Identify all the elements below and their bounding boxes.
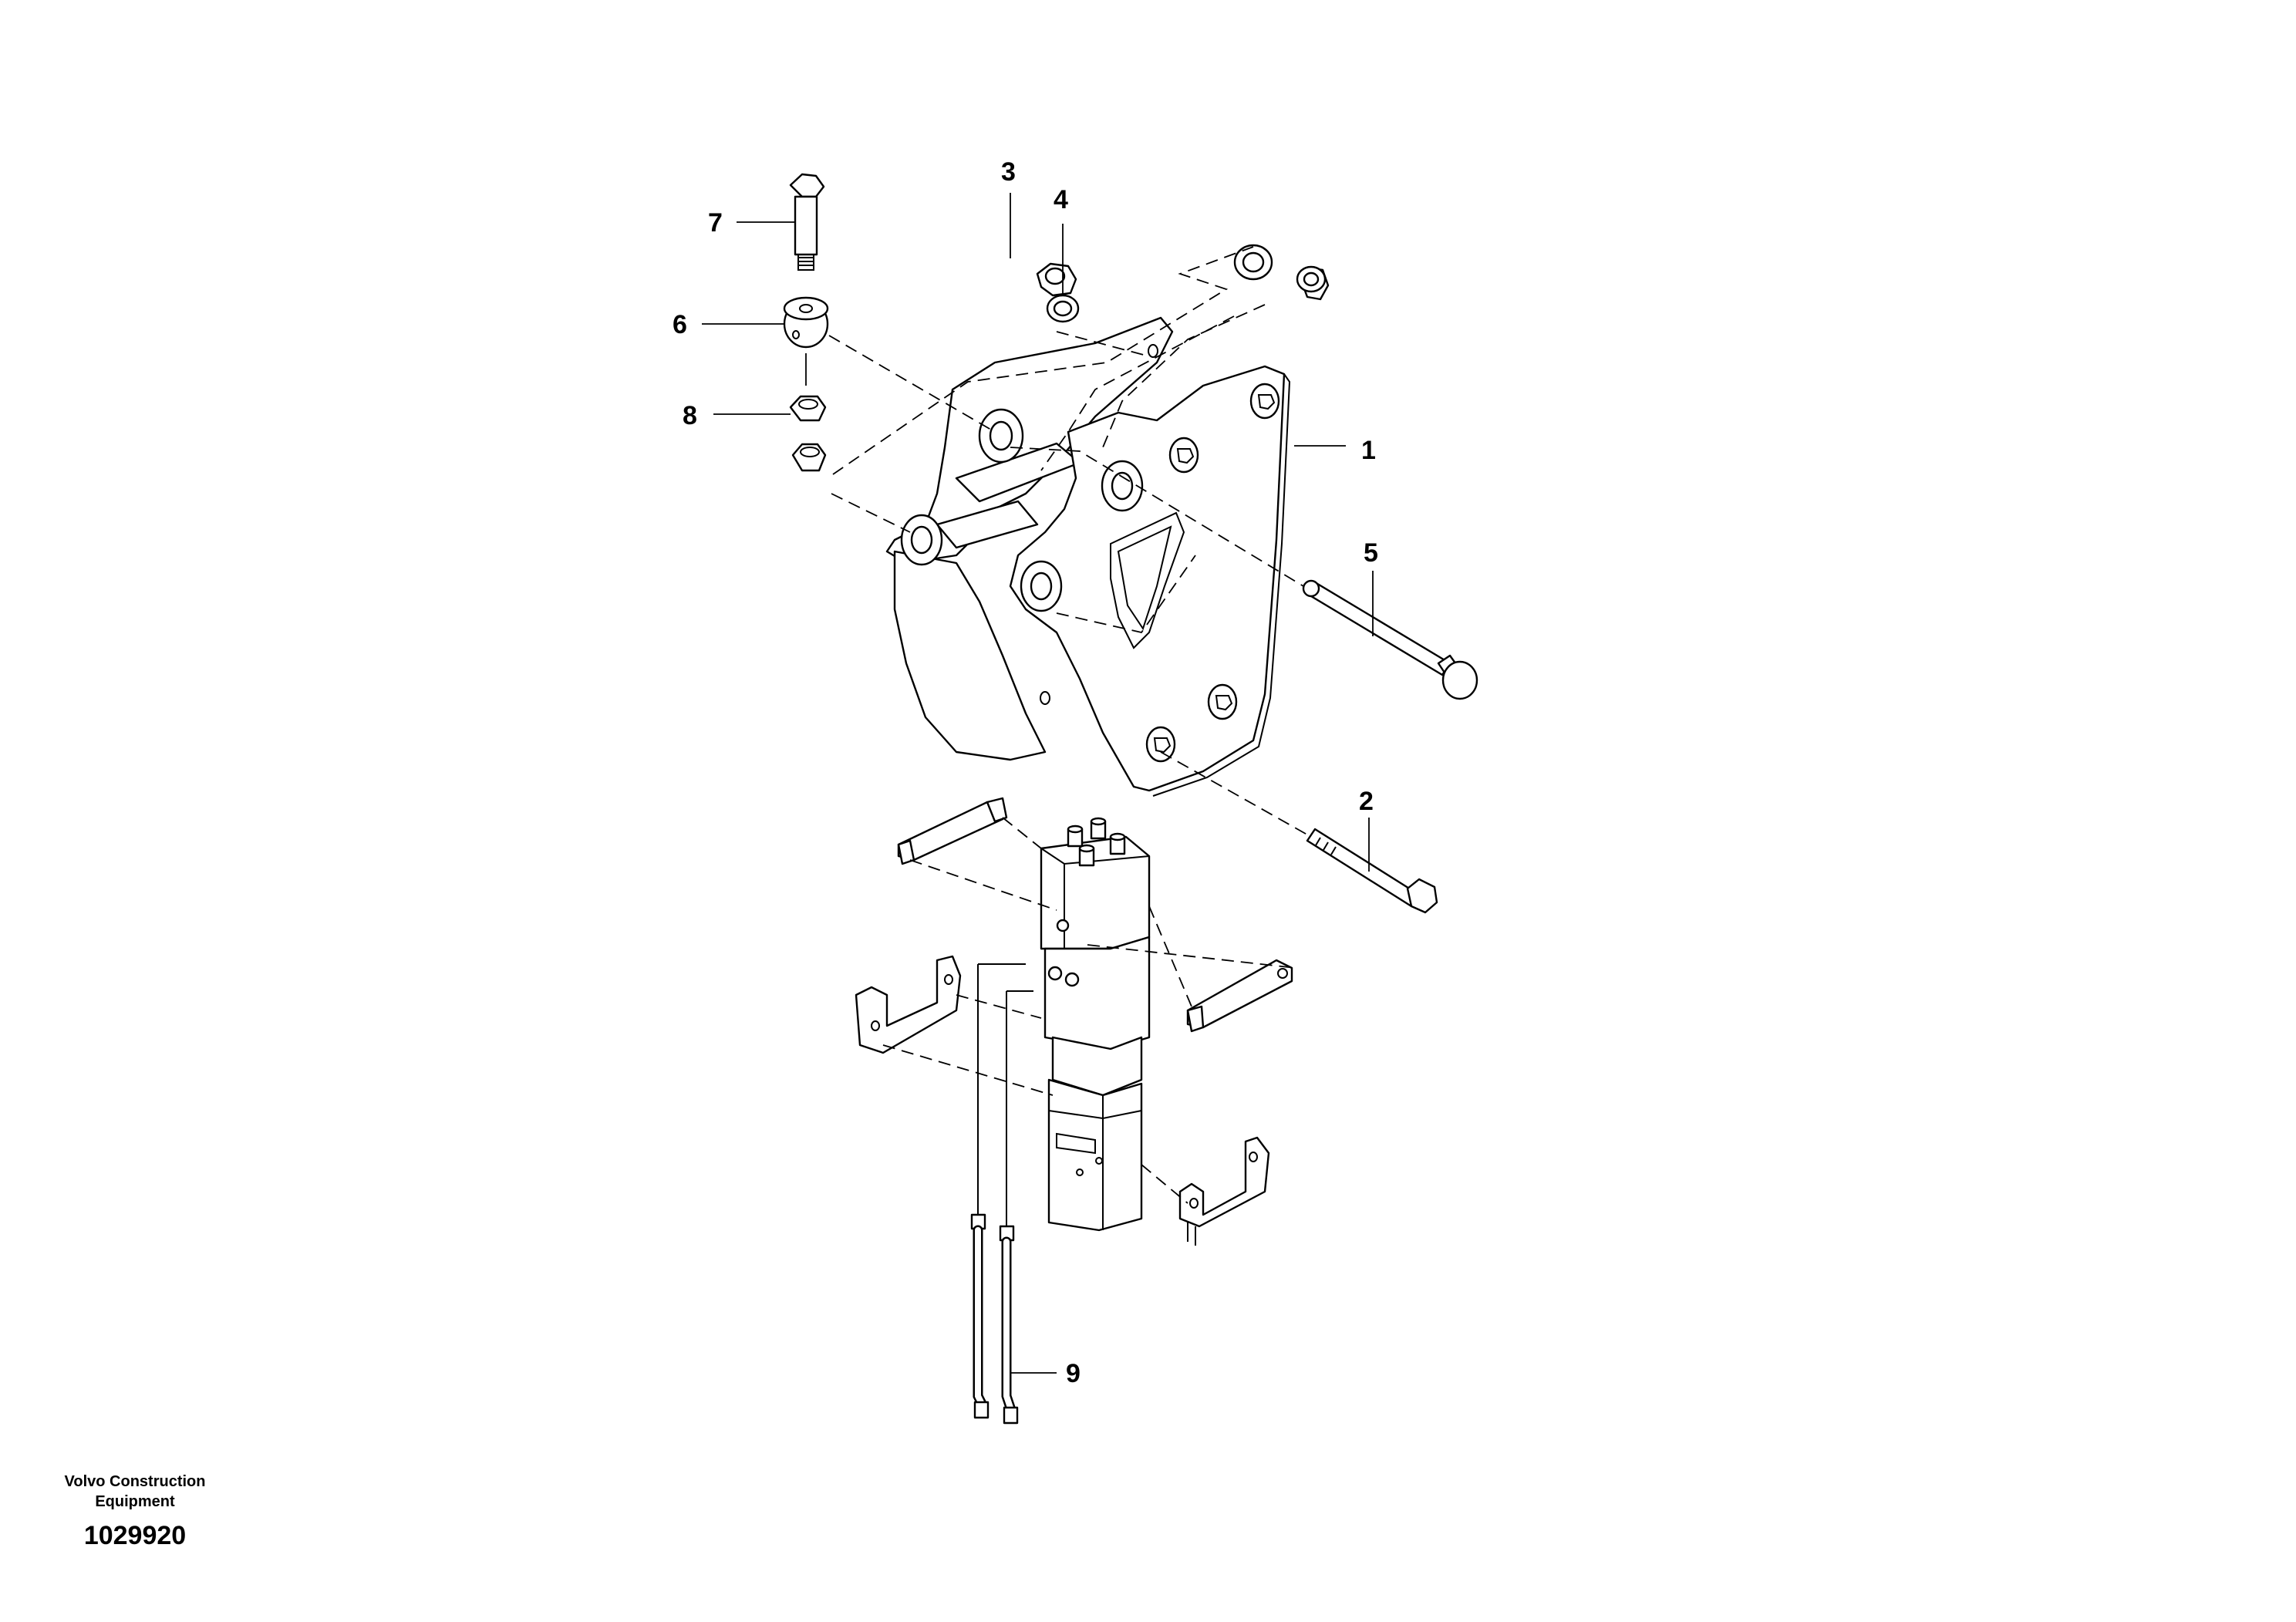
callout-5: 5: [1364, 538, 1378, 568]
callout-7: 7: [708, 208, 723, 238]
callout-6: 6: [673, 310, 687, 339]
pin-boss-lower-rear: [900, 514, 943, 566]
valve-top-fittings: [1067, 817, 1126, 867]
publisher-name-line1: Volvo Construction: [64, 1473, 206, 1490]
callout-3: 3: [1001, 157, 1016, 187]
pin-boss-upper-rear: [978, 408, 1024, 464]
bracket-crossmember-lower: [936, 500, 1039, 549]
hose-assembly-part-9: [970, 963, 1033, 1425]
clamp-bracket-top: [897, 797, 1008, 865]
bracket-cutout: [1110, 511, 1185, 649]
callout-1: 1: [1361, 436, 1376, 465]
nut-part-3: [1036, 262, 1077, 297]
clamp-bracket-right: [1186, 959, 1293, 1033]
washer-part-4: [1046, 294, 1080, 323]
bolt-part-7: [789, 173, 825, 271]
drawing-number: 1029920: [83, 1521, 187, 1550]
callouts: 1 2 3 4 5 6 7 8 9: [673, 157, 1378, 1388]
bushing-pair: [1233, 244, 1330, 301]
assembly-dashed-lines: [828, 246, 1312, 1204]
callout-2: 2: [1359, 787, 1374, 816]
pin-part-5: [1302, 579, 1478, 700]
bracket-assembly: [885, 316, 1291, 797]
publisher-block: Volvo Construction Equipment 1029920: [46, 1472, 224, 1551]
leader-lines: [702, 193, 1374, 1374]
publisher-name-line2: Equipment: [95, 1493, 175, 1510]
clamp-bracket-left: [855, 955, 962, 1054]
callout-8: 8: [683, 401, 697, 430]
clamp-ring-part-6: [783, 296, 829, 349]
clamp-bracket-bottom-right: [1178, 1136, 1270, 1246]
bolt-part-2: [1306, 828, 1438, 914]
bracket-front-plate: [1009, 365, 1286, 792]
callout-4: 4: [1054, 185, 1068, 214]
bracket-rear-leg: [893, 550, 1047, 761]
callout-9: 9: [1066, 1359, 1081, 1388]
pin-boss-lower-front: [1020, 560, 1063, 612]
nut-part-8-lower: [791, 443, 827, 472]
valve-block: [1040, 817, 1151, 1232]
bracket-bolt-heads: [1145, 383, 1280, 763]
nut-part-8-upper: [789, 395, 827, 422]
